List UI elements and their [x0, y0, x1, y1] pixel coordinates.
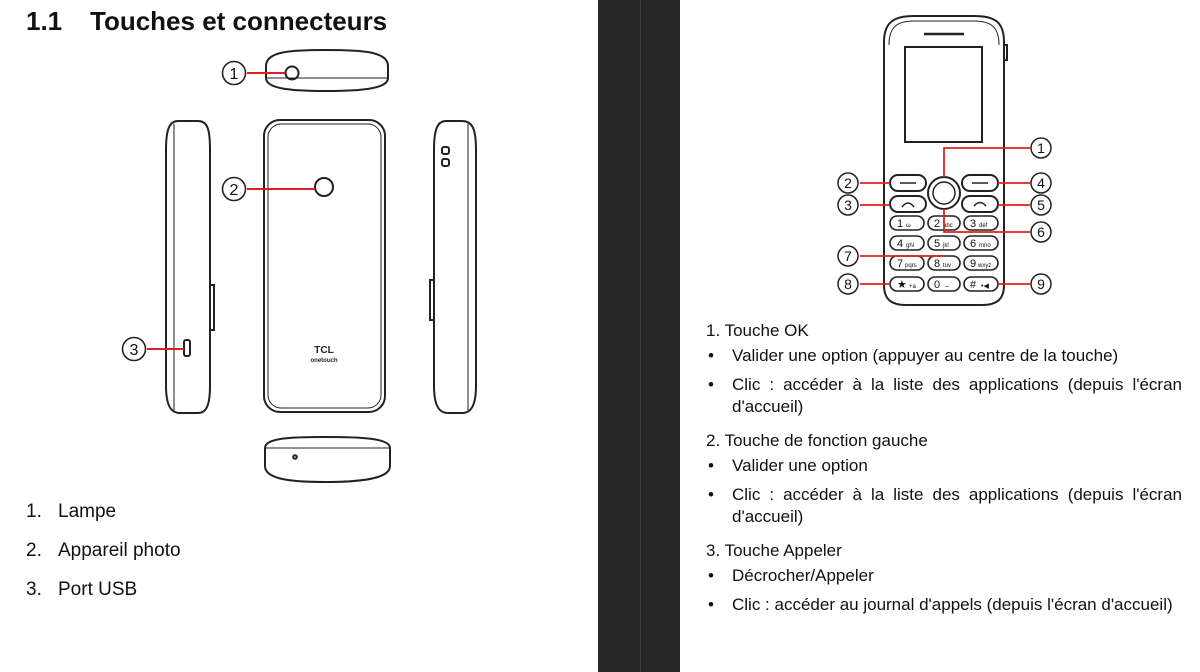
- page-gutter: [598, 0, 680, 672]
- key-2-main: 2: [934, 218, 940, 230]
- phone-back-view: [263, 119, 386, 413]
- key-1-main: 1: [897, 218, 903, 230]
- key-7-main: 7: [897, 258, 903, 270]
- key-0-main: 0: [934, 279, 940, 291]
- phone-side-view-right: [429, 120, 477, 414]
- legend-item-lamp: 1.Lampe: [26, 501, 117, 522]
- bullet-item: •Valider une option: [708, 456, 868, 475]
- front-callout-3: 3: [844, 197, 852, 213]
- key-6-main: 6: [970, 238, 976, 250]
- phone-top-view: [265, 48, 389, 93]
- legend-item-usb: 3.Port USB: [26, 579, 138, 600]
- front-callout-5: 5: [1037, 197, 1045, 213]
- key-7-sub: pqrs: [905, 263, 917, 269]
- left-page: [0, 0, 598, 672]
- key-1-sub: ω: [906, 223, 911, 229]
- phone-bottom-view: [264, 435, 391, 484]
- section-title-left-soft-key: 2. Touche de fonction gauche: [706, 431, 928, 450]
- callout-2-camera: 2: [230, 182, 239, 199]
- key-0-sub: –: [945, 283, 949, 290]
- key-descriptions: 1. Touche OK •Valider une option (appuye…: [706, 316, 1182, 624]
- usb-port-icon: [183, 339, 191, 357]
- key-star-sub: +a: [909, 284, 917, 290]
- section-number: 1.1: [26, 6, 63, 36]
- section-heading: 1.1 Touches et connecteurs: [26, 6, 387, 37]
- key-8-main: 8: [934, 258, 940, 270]
- key-hash-sub: •◀: [981, 283, 989, 290]
- right-page: [680, 0, 1200, 672]
- key-5-sub: jkl: [942, 243, 949, 249]
- brand-logo-onetouch: onetouch: [311, 358, 338, 364]
- camera-icon: [314, 177, 334, 197]
- call-key: [889, 195, 927, 213]
- front-callout-2: 2: [844, 175, 852, 191]
- callout-3-usb: 3: [130, 342, 139, 359]
- key-5-main: 5: [934, 238, 940, 250]
- section-ok-key: 1. Touche OK •Valider une option (appuye…: [706, 316, 1182, 418]
- key-star-main: ★: [897, 279, 907, 291]
- section-title-ok-key: 1. Touche OK: [706, 321, 809, 340]
- bullet-item: •Clic : accéder à la liste des applicati…: [708, 375, 1182, 416]
- key-8-sub: tuv: [943, 263, 951, 269]
- screen: [904, 46, 983, 143]
- front-callout-1: 1: [1037, 140, 1045, 156]
- front-callout-7: 7: [844, 248, 852, 264]
- phone-side-view-left: [165, 120, 215, 414]
- bullet-item: •Décrocher/Appeler: [708, 566, 874, 585]
- key-3-main: 3: [970, 218, 976, 230]
- flashlight-icon: [284, 65, 300, 81]
- key-9-sub: wxyz: [977, 263, 991, 269]
- front-callout-8: 8: [844, 276, 852, 292]
- brand-logo-tcl: TCL: [314, 345, 333, 356]
- front-callout-4: 4: [1037, 175, 1045, 191]
- legend-item-camera: 2.Appareil photo: [26, 540, 181, 561]
- gutter-divider: [640, 0, 641, 672]
- section-call-key: 3. Touche Appeler •Décrocher/Appeler •Cl…: [706, 536, 1182, 616]
- section-title-call-key: 3. Touche Appeler: [706, 541, 842, 560]
- key-3-sub: def: [979, 223, 988, 229]
- bullet-item: •Clic : accéder au journal d'appels (dep…: [708, 595, 1173, 614]
- end-key: [961, 195, 999, 213]
- key-2-sub: abc: [943, 223, 953, 229]
- key-4-main: 4: [897, 238, 903, 250]
- bullet-item: •Clic : accéder à la liste des applicati…: [708, 485, 1182, 526]
- key-4-sub: ghi: [906, 243, 914, 249]
- section-left-soft-key: 2. Touche de fonction gauche •Valider un…: [706, 426, 1182, 528]
- callout-1-lamp: 1: [230, 66, 239, 83]
- parts-legend: 1.Lampe 2.Appareil photo 3.Port USB: [26, 498, 181, 615]
- section-title: Touches et connecteurs: [90, 6, 388, 36]
- bullet-item: •Valider une option (appuyer au centre d…: [708, 346, 1119, 365]
- key-9-main: 9: [970, 258, 976, 270]
- key-6-sub: mno: [979, 243, 991, 249]
- front-callout-9: 9: [1037, 276, 1045, 292]
- key-hash-main: #: [970, 279, 977, 291]
- front-callout-6: 6: [1037, 224, 1045, 240]
